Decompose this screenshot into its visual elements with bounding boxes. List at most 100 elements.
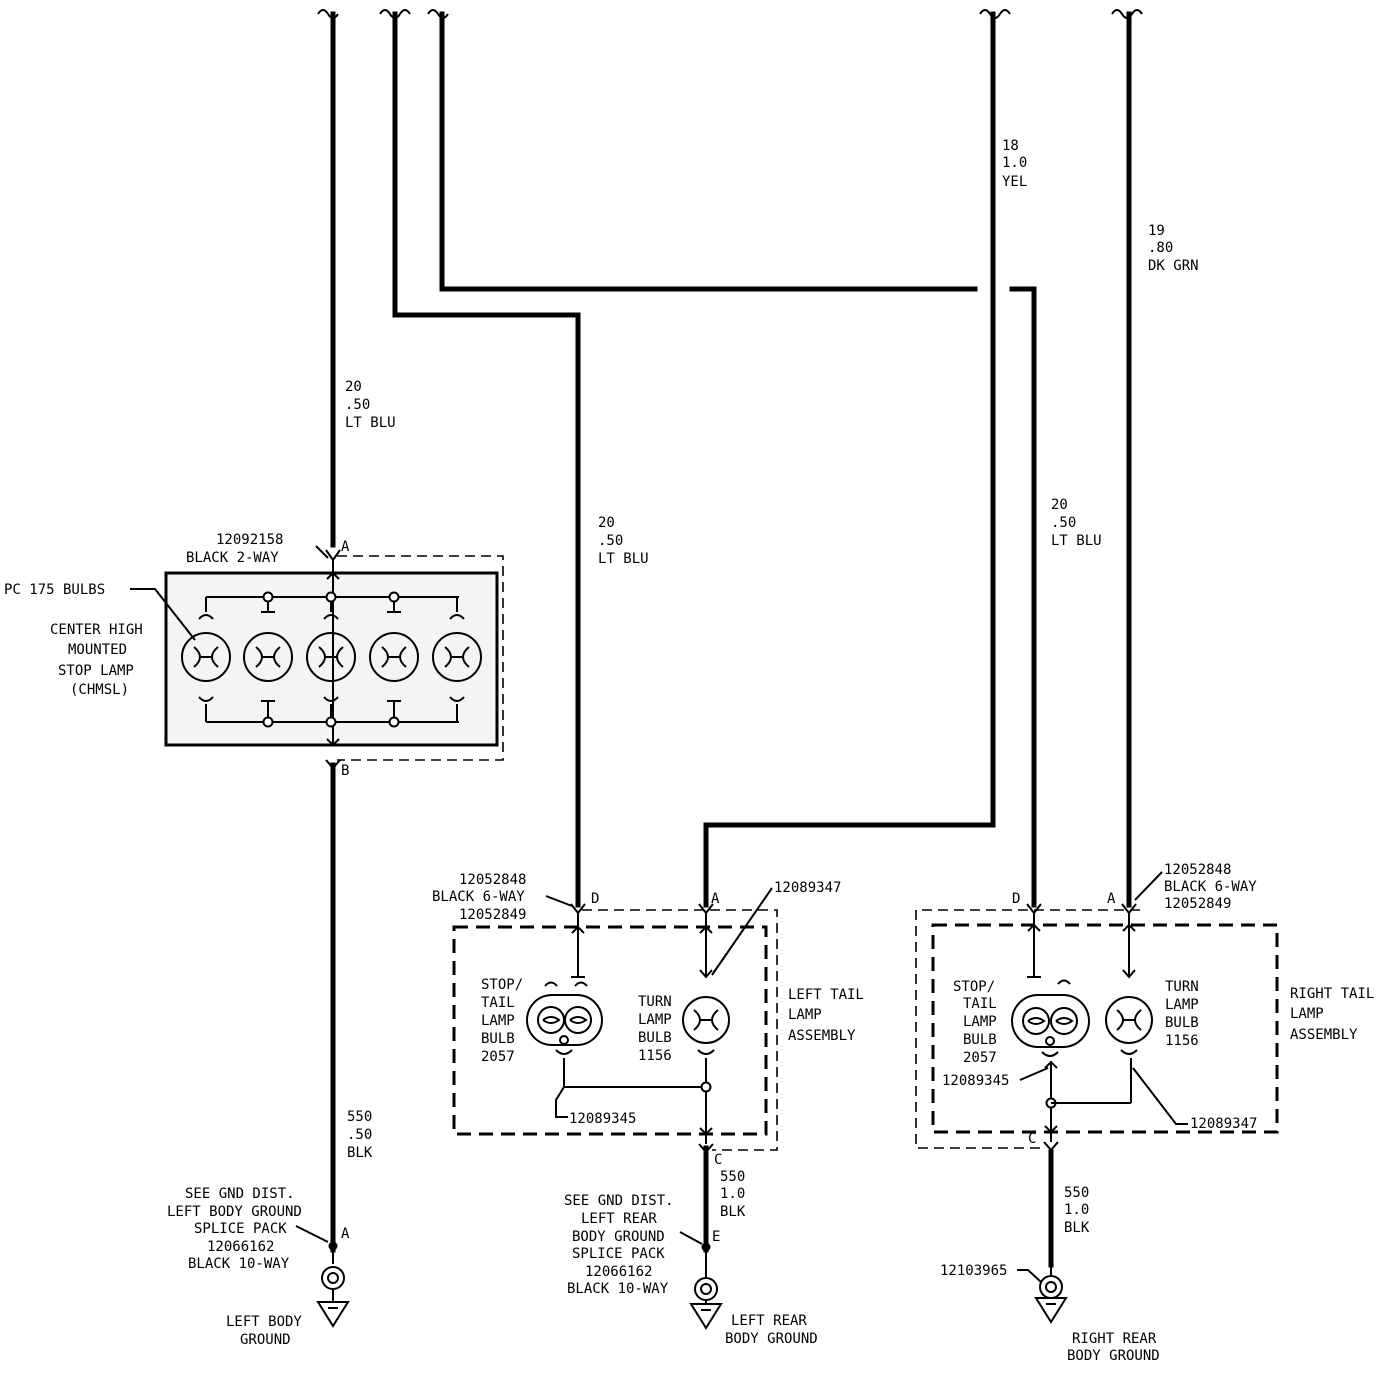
right-stop-bulb-label: STOP/ TAIL LAMP BULB 2057 [953,979,997,1066]
chmsl-assembly: 12092158 BLACK 2-WAY A B [4,532,504,779]
wire-right-tail-feed [1009,286,1037,908]
diagram-label: 550 [1064,1185,1089,1201]
right-rear-ground-name: RIGHT REAR BODY GROUND [1067,1331,1160,1364]
right-tail-pin-a: A [1107,891,1116,907]
left-tail-connector-label: 12052848 BLACK 6-WAY 12052849 [432,872,526,923]
chmsl-pin-b: B [341,763,349,779]
diagram-label: .50 [347,1127,372,1143]
wires [330,11,1132,1268]
left-ground-name: LEFT BODY GROUND [226,1314,302,1348]
diagram-label: LAMP [788,1007,822,1023]
wire-yellow-turn [703,11,996,908]
chmsl-bulb [181,597,231,722]
wire-label-chmsl-feed: 20 .50 LT BLU [345,379,396,431]
chmsl-bulb [432,597,482,722]
diagram-label: 12052848 [1164,862,1231,878]
right-tail-pin-c: C [1028,1131,1036,1147]
diagram-label: MOUNTED [68,642,127,658]
diagram-label: TURN [638,994,672,1010]
diagram-label: BLACK 6-WAY [1164,879,1257,895]
wire-left-tail-feed [392,11,581,908]
diagram-label: 550 [347,1109,372,1125]
diagram-label: LT BLU [1051,533,1102,549]
chmsl-pin-a: A [341,539,350,555]
diagram-label: BLK [347,1145,373,1161]
diagram-label: LAMP [963,1014,997,1030]
diagram-label: .50 [598,533,623,549]
wire-label-left-ground: 550 .50 BLK [347,1109,373,1161]
diagram-label: LAMP [1165,997,1199,1013]
wire-cross-feed [439,11,978,292]
diagram-label: 1.0 [720,1186,745,1202]
wire-label-yel: 18 1.0 YEL [1002,138,1027,190]
diagram-label: .80 [1148,240,1173,256]
diagram-label: CENTER HIGH [50,622,143,638]
left-ground-pin: A [341,1226,350,1242]
diagram-label: 18 [1002,138,1019,154]
diagram-label: BULB [963,1032,997,1048]
diagram-label: 12052849 [1164,896,1231,912]
diagram-label: 20 [345,379,362,395]
left-tail-pin-a: A [711,891,720,907]
right-tail-assembly: 12052848 BLACK 6-WAY 12052849 D A C [915,862,1374,1152]
right-rear-body-ground: 12103965 RIGHT REAR BODY GROUND [940,1263,1160,1364]
wire-label-right-tail-feed: 20 .50 LT BLU [1051,497,1102,549]
diagram-label: YEL [1002,174,1027,190]
wire-label-left-tail-feed: 20 .50 LT BLU [598,515,649,567]
diagram-label: 12052848 [459,872,526,888]
diagram-label: STOP/ [953,979,995,995]
diagram-label: LEFT BODY GROUND [167,1204,302,1220]
diagram-label: TURN [1165,979,1199,995]
left-stop-bulb-label: STOP/ TAIL LAMP BULB 2057 [481,977,523,1065]
diagram-label: LEFT TAIL [788,987,864,1003]
diagram-label: STOP/ [481,977,523,993]
diagram-label: STOP LAMP [58,663,134,679]
diagram-label: LAMP [638,1012,672,1028]
left-body-ground: SEE GND DIST. LEFT BODY GROUND SPLICE PA… [167,1186,350,1348]
diagram-label: LEFT BODY [226,1314,302,1330]
diagram-label: LEFT REAR [731,1313,807,1329]
diagram-label: 2057 [481,1049,515,1065]
diagram-label: BODY GROUND [572,1229,665,1245]
diagram-label: SEE GND DIST. [185,1186,295,1202]
right-tail-name: RIGHT TAIL LAMP ASSEMBLY [1290,986,1374,1043]
diagram-label: (CHMSL) [70,682,129,698]
diagram-label: .50 [345,397,370,413]
left-tail-pin-d: D [591,891,599,907]
diagram-label: SPLICE PACK [194,1221,287,1237]
left-rear-ground-ref: SEE GND DIST. LEFT REAR BODY GROUND SPLI… [564,1193,674,1297]
right-rear-ground-part: 12103965 [940,1263,1007,1279]
diagram-label: BLK [720,1204,746,1220]
chmsl-connector-part: 12092158 [216,532,283,548]
diagram-label: LT BLU [598,551,649,567]
diagram-label: 1.0 [1002,155,1027,171]
chmsl-connector-desc: BLACK 2-WAY [186,550,279,566]
chmsl-bulbs-label: PC 175 BULBS [4,582,105,598]
right-turn-bulb-label: TURN LAMP BULB 1156 [1165,979,1199,1049]
diagram-label: ASSEMBLY [1290,1027,1358,1043]
diagram-label: 1.0 [1064,1202,1089,1218]
right-turn-socket-part: 12089347 [1190,1116,1257,1132]
diagram-label: LT BLU [345,415,396,431]
diagram-label: BLACK 6-WAY [432,889,525,905]
diagram-label: RIGHT REAR [1072,1331,1157,1347]
chmsl-name: CENTER HIGH MOUNTED STOP LAMP (CHMSL) [50,622,143,698]
diagram-label: BULB [638,1030,672,1046]
diagram-label: ASSEMBLY [788,1028,856,1044]
left-stop-socket-part: 12089345 [569,1111,636,1127]
diagram-label: 12052849 [459,907,526,923]
diagram-label: 20 [598,515,615,531]
diagram-label: DK GRN [1148,258,1199,274]
wire-label-right-rear-ground: 550 1.0 BLK [1064,1185,1090,1236]
diagram-label: 19 [1148,223,1165,239]
left-tail-name: LEFT TAIL LAMP ASSEMBLY [788,987,864,1044]
diagram-label: LEFT REAR [581,1211,657,1227]
left-turn-socket-part: 12089347 [774,880,841,896]
diagram-label: SEE GND DIST. [564,1193,674,1209]
left-turn-bulb-label: TURN LAMP BULB 1156 [638,994,672,1064]
wire-label-grn: 19 .80 DK GRN [1148,223,1199,274]
right-tail-pin-d: D [1012,891,1020,907]
diagram-label: BLK [1064,1220,1090,1236]
diagram-label: 2057 [963,1050,997,1066]
